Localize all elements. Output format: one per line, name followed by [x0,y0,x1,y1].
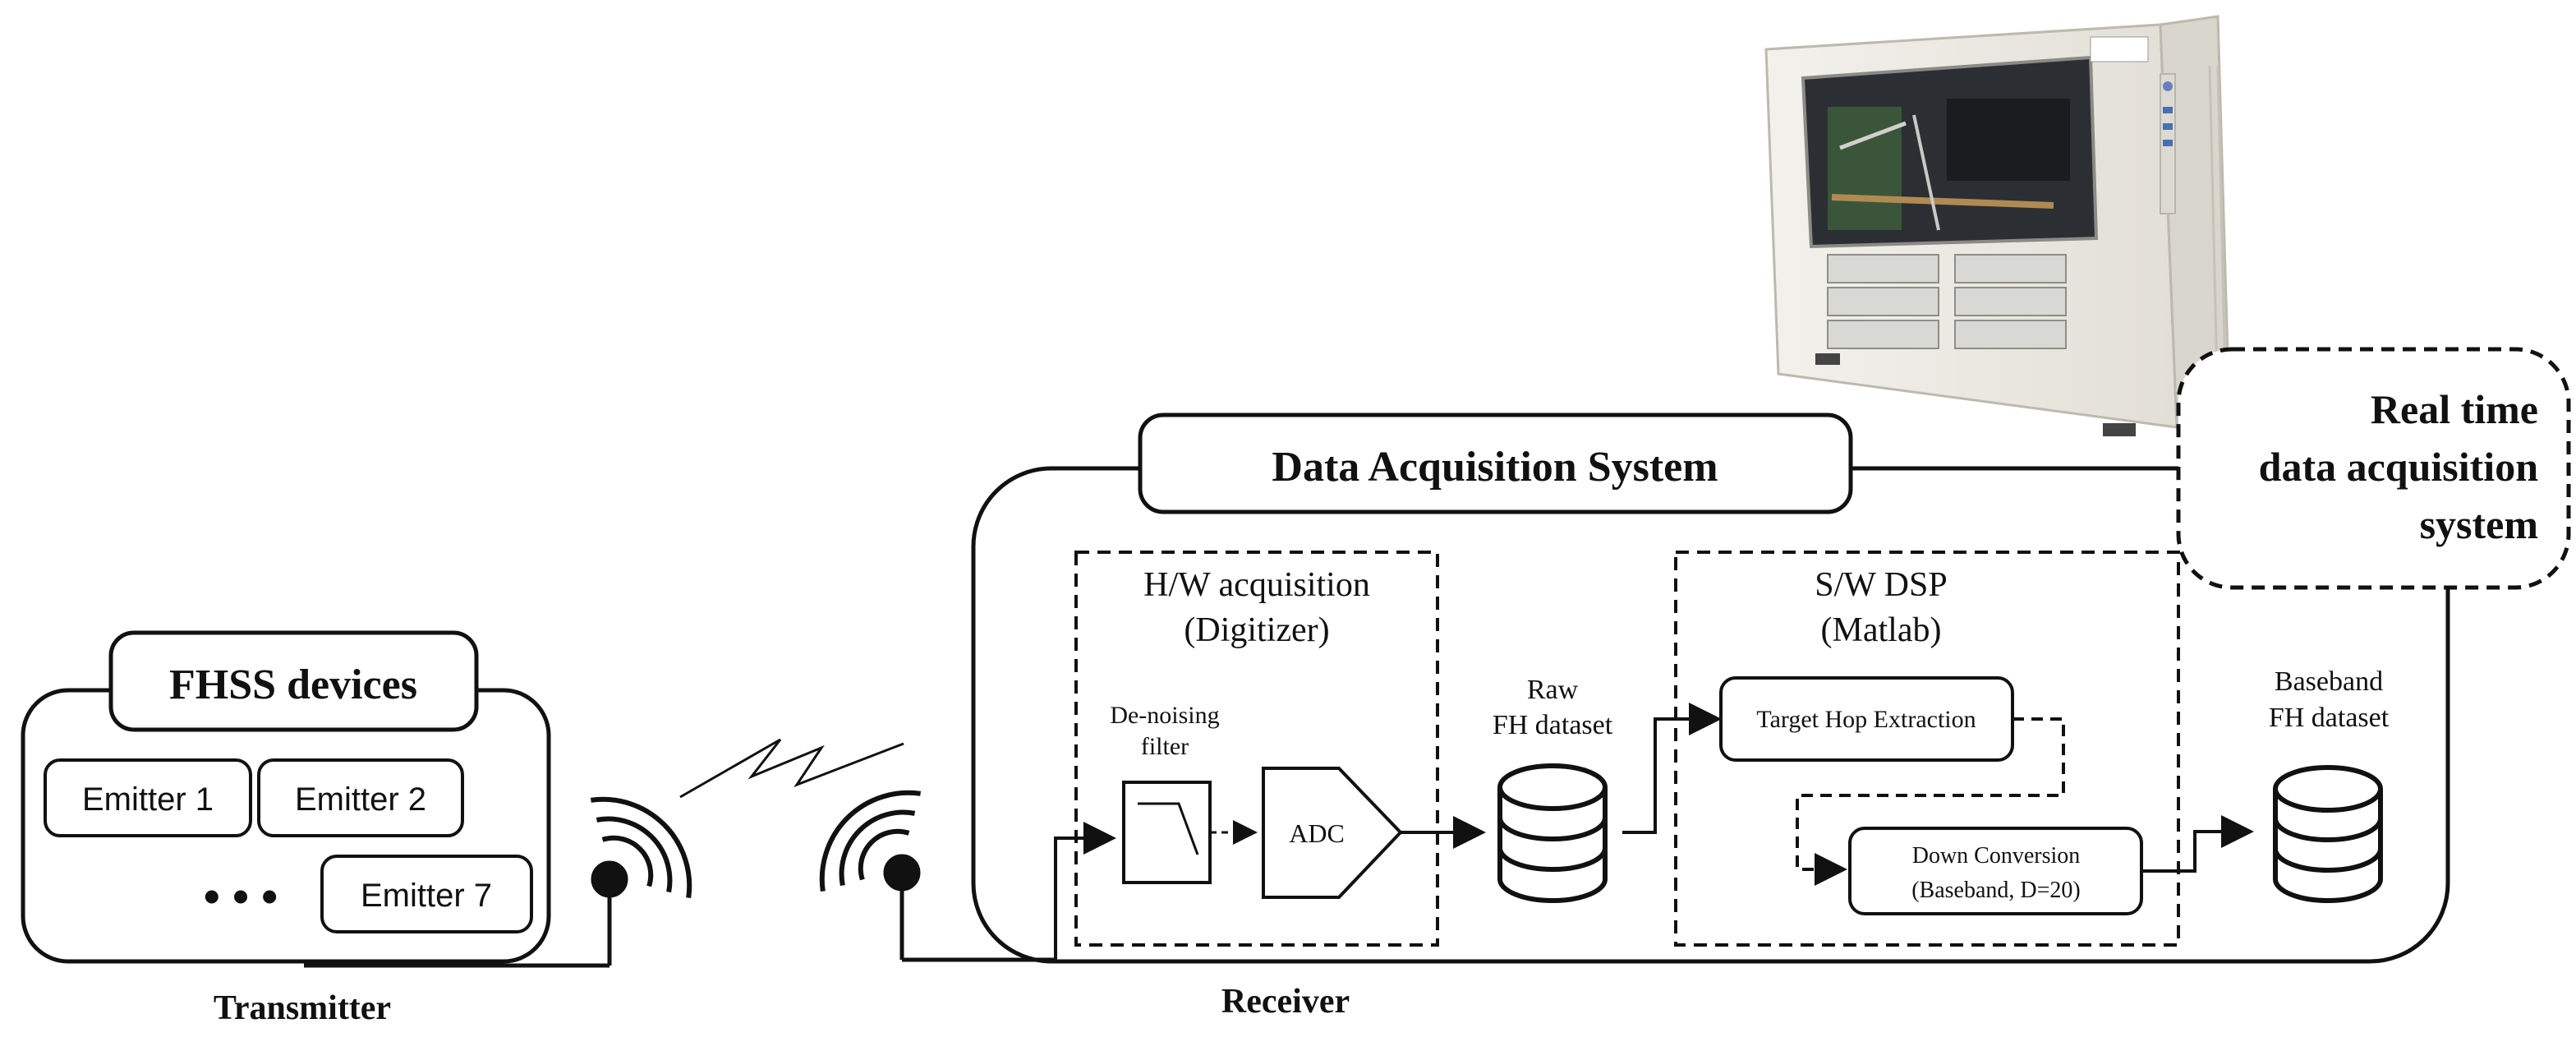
baseband-dataset-line2: FH dataset [2269,703,2390,733]
filter-label-line2: filter [1141,733,1189,760]
das-title: Data Acquisition System [1272,444,1718,491]
das-title-box [1138,412,1853,514]
transmitter-antenna-icon [304,796,692,968]
hop-extraction-label: Target Hop Extraction [1756,706,1976,733]
down-conversion-line2: (Baseband, D=20) [1911,878,2081,903]
emitter-1-label: Emitter 1 [82,781,214,818]
hw-title-line1: H/W acquisition [1143,566,1370,604]
raw-dataset-line1: Raw [1527,675,1579,705]
emitter-7-label: Emitter 7 [361,878,492,914]
emitter-7-box [320,855,533,933]
sw-title-line2: (Matlab) [1821,611,1942,649]
adc-label: ADC [1289,818,1345,848]
hw-acquisition-box [1074,551,1439,947]
wireless-link-icon [679,738,904,799]
adc-block [1262,767,1403,899]
emitter-2-label: Emitter 2 [295,781,426,818]
receiver-to-filter-line [1054,822,1116,960]
raw-to-hop-arrow [1622,703,1722,834]
denoising-filter-icon [1122,781,1212,884]
realtime-system-box [2176,347,2571,590]
receiver-antenna-icon [819,790,1056,962]
raw-dataset-line2: FH dataset [1493,710,1613,740]
transmitter-caption: Transmitter [214,989,391,1027]
filter-label-line1: De-noising [1110,702,1219,729]
transmitter-group: FHSS devices Emitter 1 Emitter 2 • • • E… [21,630,551,1027]
fhss-title-box [108,630,479,732]
sw-title-line1: S/W DSP [1815,566,1947,604]
receiver-caption: Receiver [1221,983,1350,1021]
realtime-line1: Real time [2371,386,2538,432]
pc-tower-image [1764,15,2232,441]
hw-title-line2: (Digitizer) [1184,611,1329,649]
realtime-line2: data acquisition [2259,444,2539,490]
baseband-dataset-database-icon [2273,765,2383,903]
raw-dataset-database-icon [1497,763,1608,903]
fhss-title: FHSS devices [169,661,417,708]
baseband-dataset-line1: Baseband [2275,666,2383,697]
down-to-baseband-arrow [2141,815,2254,873]
down-conversion-line1: Down Conversion [1912,843,2081,869]
emitter-2-box [257,758,464,837]
hop-to-down-dashed-path [1796,717,2065,886]
realtime-line3: system [2420,501,2538,547]
emitter-1-box [44,758,252,837]
ellipsis-dots: • • • [204,870,278,922]
